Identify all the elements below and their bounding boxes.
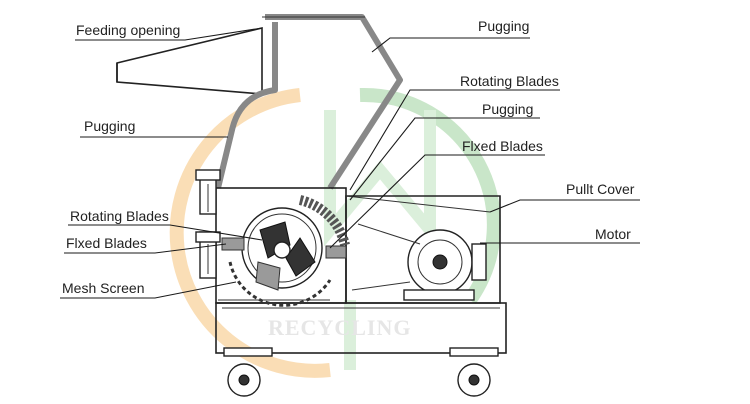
rotor-disc	[247, 213, 317, 283]
callout-lines	[60, 27, 640, 299]
rotor-shaft	[273, 241, 291, 259]
feed-hopper	[116, 14, 403, 190]
watermark-green-arc	[359, 87, 501, 305]
motor-base	[403, 289, 475, 301]
motor-end-cap	[471, 243, 487, 281]
label-fixed-blades-left: Flxed Blades	[66, 235, 147, 251]
label-pullt-cover: Pullt Cover	[566, 181, 635, 197]
right-wheel	[457, 363, 491, 397]
drive-belt-top	[357, 223, 421, 245]
lower-clamp	[195, 231, 221, 279]
left-caster-mount	[223, 347, 273, 357]
hopper-left-wall	[215, 22, 278, 189]
label-rotating-blades-left: Rotating Blades	[70, 208, 169, 224]
rotor-assembly	[218, 195, 350, 307]
right-caster-mount	[449, 347, 499, 357]
base-frame	[215, 302, 507, 354]
machine-frame	[215, 187, 507, 357]
label-fixed-blades-right: Flxed Blades	[462, 138, 543, 154]
label-pugging-right: Pugging	[482, 101, 533, 117]
label-feeding-opening: Feeding opening	[76, 22, 180, 38]
drive-belt-bottom	[351, 281, 411, 291]
label-mesh-screen: Mesh Screen	[62, 280, 144, 296]
right-fixed-blade	[325, 245, 347, 259]
motor-unit	[351, 223, 487, 301]
rotating-blade-3	[255, 261, 281, 291]
label-motor: Motor	[595, 226, 631, 242]
watermark-letter-m	[324, 110, 436, 247]
upper-clamp	[195, 169, 221, 215]
mesh-screen	[228, 261, 332, 307]
watermark-text: RECYCLING	[268, 315, 411, 340]
label-rotating-blades-right: Rotating Blades	[460, 73, 559, 89]
rotating-blade-2	[285, 237, 316, 277]
fixed-blade-teeth	[298, 195, 350, 247]
label-pugging-top: Pugging	[478, 18, 529, 34]
label-pugging-left: Pugging	[84, 118, 135, 134]
left-wheel	[227, 363, 261, 397]
